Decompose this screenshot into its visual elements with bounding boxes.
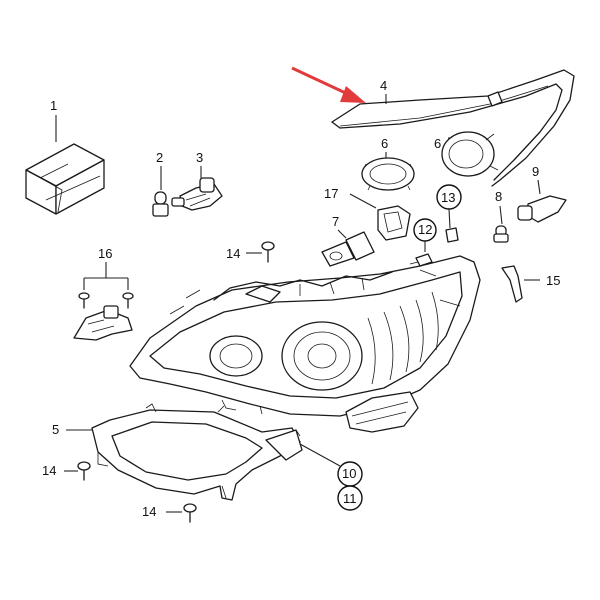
callout-2: 2 <box>156 150 163 165</box>
part-1-box <box>25 115 105 215</box>
callout-14-left: 14 <box>42 463 56 478</box>
part-15-pin <box>501 265 540 303</box>
callout-11: 11 <box>343 491 357 506</box>
part-14-screw-bottom <box>166 503 197 523</box>
part-4-trim-strip <box>331 69 575 187</box>
part-14-screw-left <box>64 461 91 481</box>
callout-10: 10 <box>342 466 356 481</box>
callout-1: 1 <box>50 98 57 113</box>
callout-9: 9 <box>532 164 539 179</box>
callout-14-top: 14 <box>226 246 240 261</box>
part-6-ring-left <box>361 152 415 191</box>
callout-15: 15 <box>546 273 560 288</box>
callout-11-circle <box>337 485 363 511</box>
part-12-screw <box>409 218 437 267</box>
callout-12: 12 <box>418 222 432 237</box>
callout-6-right: 6 <box>434 136 441 151</box>
part-16-bracket <box>73 262 134 341</box>
part-6-ring-right <box>441 131 499 177</box>
part-13-clip <box>436 184 462 243</box>
callout-3: 3 <box>196 150 203 165</box>
part-3-bulb-socket <box>171 166 223 211</box>
callout-14-bottom: 14 <box>142 504 156 519</box>
callout-7: 7 <box>332 214 339 229</box>
callout-5: 5 <box>52 422 59 437</box>
callout-8: 8 <box>495 189 502 204</box>
callout-6-left: 6 <box>381 136 388 151</box>
part-2-small-bulb <box>152 166 169 217</box>
part-7-xenon-bulb <box>321 229 375 267</box>
callout-17: 17 <box>324 186 338 201</box>
headlight-housing <box>129 255 481 433</box>
callout-16: 16 <box>98 246 112 261</box>
part-14-screw-top <box>246 241 275 263</box>
callout-4: 4 <box>380 78 387 93</box>
part-17-bracket <box>349 193 411 241</box>
part-8-small-bulb <box>493 205 509 243</box>
part-9-socket <box>517 179 567 223</box>
callout-13: 13 <box>441 190 455 205</box>
red-arrow-icon <box>291 66 366 103</box>
parts-10-11-leader <box>299 443 341 467</box>
part-5-bracket-frame <box>66 403 303 501</box>
